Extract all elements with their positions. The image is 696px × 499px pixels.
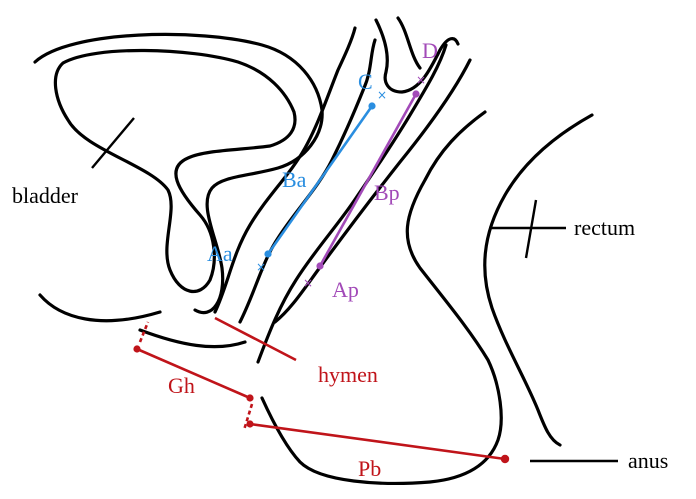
posterior-pelvic-contour [485, 115, 592, 445]
c-point [368, 102, 375, 109]
label-bladder: bladder [12, 183, 79, 208]
gh-end-point [246, 394, 253, 401]
pb-line [250, 424, 505, 459]
cervix-outer-outline [398, 18, 420, 68]
label-c: C [358, 69, 373, 94]
hymen-leader [215, 318, 296, 360]
bladder-outer-outline [35, 34, 322, 312]
gh-start-point [133, 345, 140, 352]
label-ba: Ba [282, 167, 307, 192]
ap-cross-marker: × [303, 276, 313, 290]
pb-end-point [501, 455, 509, 463]
hymen-measurements: Gh Pb hymen [133, 318, 509, 481]
anatomy-outlines [35, 18, 592, 483]
label-anus: anus [628, 448, 668, 473]
c-cross-marker: × [377, 88, 387, 102]
label-ap: Ap [332, 277, 359, 302]
label-aa: Aa [207, 241, 233, 266]
label-d: D [422, 38, 438, 63]
bp-point [316, 262, 323, 269]
bp-line [320, 94, 416, 266]
perineal-body-outline [140, 330, 245, 347]
label-gh: Gh [168, 373, 195, 398]
label-bp: Bp [374, 180, 400, 205]
aa-point [264, 250, 271, 257]
label-rectum: rectum [574, 215, 635, 240]
d-point [412, 90, 419, 97]
pb-start-point [246, 420, 253, 427]
perineum-left-outline [40, 295, 160, 321]
anatomy-labels: bladder rectum anus [12, 183, 668, 473]
d-cross-marker: × [416, 73, 426, 87]
aa-cross-marker: × [256, 260, 266, 274]
label-pb: Pb [358, 456, 381, 481]
label-hymen: hymen [318, 362, 378, 387]
